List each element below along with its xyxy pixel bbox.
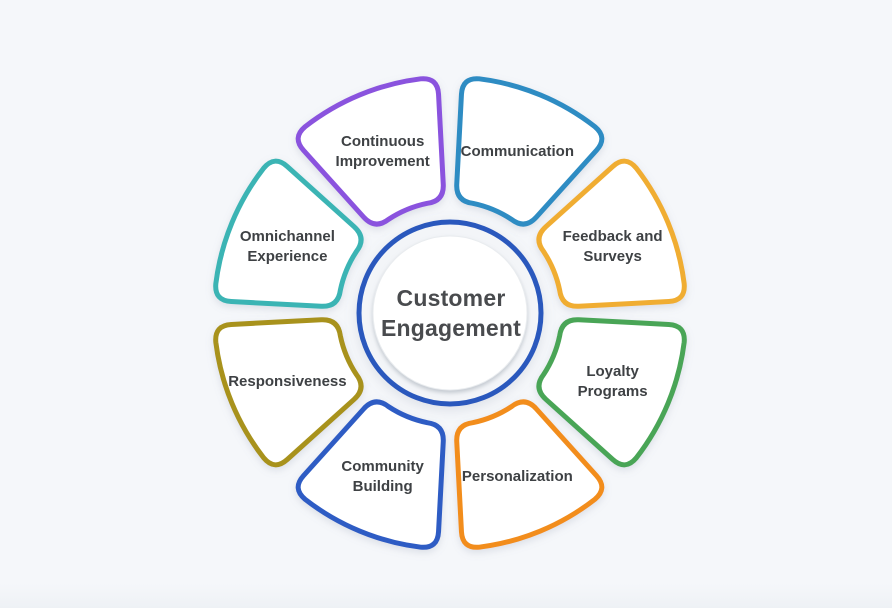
petal-label-personalization: Personalization: [462, 468, 573, 485]
petal-community-building: [295, 399, 446, 550]
petal-continuous-improvement: [295, 76, 446, 227]
center-circle: [372, 235, 528, 391]
petal-feedback-and-surveys: [536, 158, 687, 309]
petal-loyalty-programs: [536, 317, 687, 468]
petal-omnichannel-experience: [213, 158, 364, 309]
petal-label-responsiveness: Responsiveness: [228, 373, 346, 390]
petal-personalization: [454, 399, 605, 550]
petal-label-communication: Communication: [461, 143, 574, 160]
petal-communication: [454, 76, 605, 227]
petal-responsiveness: [213, 317, 364, 468]
